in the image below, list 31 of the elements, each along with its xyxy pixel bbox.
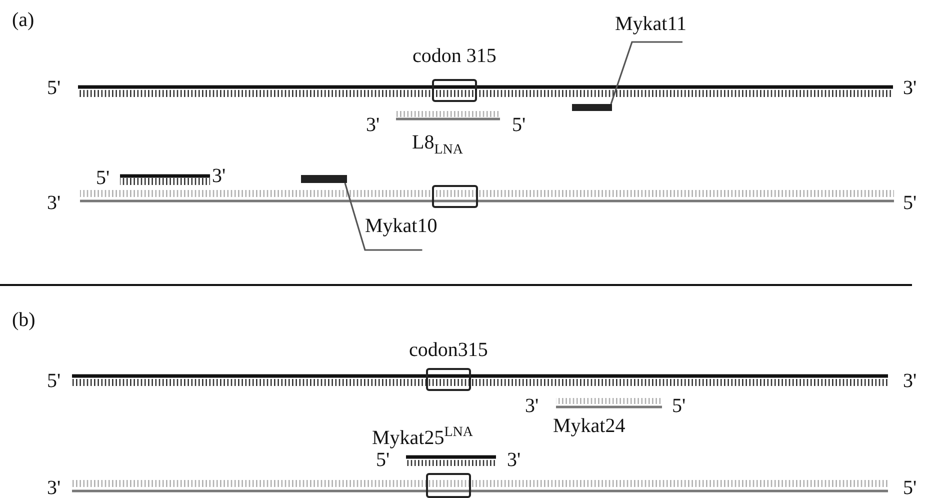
- probe-label: L8$_{LNA}$: [412, 132, 463, 158]
- strand-end-label: 3': [903, 78, 917, 98]
- codon-box: [432, 185, 478, 208]
- strand-end-label: 5': [376, 450, 390, 470]
- strand-end-label: 3': [212, 166, 226, 186]
- leader-line: [610, 41, 682, 104]
- codon-label: codon 315: [412, 46, 496, 66]
- strand-end-label: 3': [47, 478, 61, 498]
- strand-end-label: 5': [903, 193, 917, 213]
- strand-end-label: 3': [507, 450, 521, 470]
- strand-end-label: 5': [903, 478, 917, 498]
- strand-end-label: 5': [47, 371, 61, 391]
- probe-label: Mykat24: [553, 416, 626, 436]
- strand-end-label: 5': [512, 115, 526, 135]
- strand-end-label: 3': [366, 115, 380, 135]
- panel-label: (a): [12, 10, 34, 30]
- strand-end-label: 3': [47, 193, 61, 213]
- strand-end-label: 3': [903, 371, 917, 391]
- codon-box: [426, 473, 471, 498]
- panel-label: (b): [12, 310, 36, 330]
- codon-label: codon315: [409, 340, 488, 360]
- strand-end-label: 3': [525, 396, 539, 416]
- primer-bar: [301, 175, 347, 183]
- primer-label: Mykat10: [365, 216, 438, 250]
- primer-label: Mykat25$^{LNA}$: [372, 426, 473, 448]
- primer-label: Mykat11: [615, 14, 686, 42]
- strand-end-label: 5': [47, 78, 61, 98]
- strand-end-label: 5': [96, 168, 110, 188]
- leader-line: [344, 182, 422, 251]
- primer-bar: [572, 104, 612, 111]
- strand-end-label: 5': [672, 396, 686, 416]
